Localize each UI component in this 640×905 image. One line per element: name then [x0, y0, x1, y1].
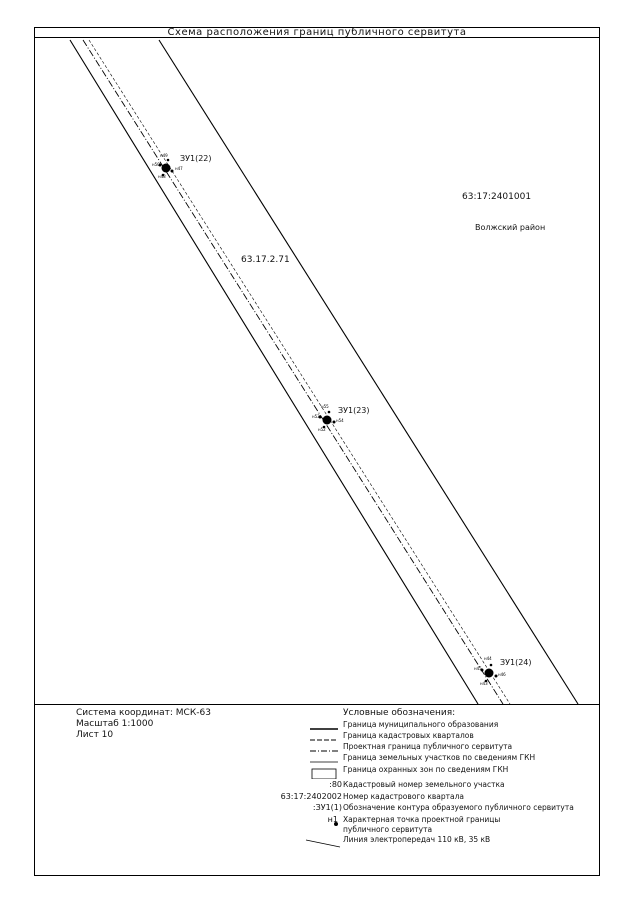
- legend-label: Граница кадастровых кварталов: [343, 731, 474, 740]
- legend-symbol: [300, 814, 342, 826]
- sheet-info: Система координат: МСК-63 Масштаб 1:1000…: [76, 708, 211, 741]
- legend-code: 63:17:2402002: [280, 792, 342, 801]
- legend-label: Кадастровый номер земельного участка: [343, 780, 505, 789]
- svg-text:н44: н44: [484, 656, 492, 661]
- district-label: Волжский район: [475, 223, 546, 232]
- legend-symbol: [300, 719, 342, 730]
- legend-label: Характерная точка проектной границы: [343, 815, 501, 824]
- corridor-left-boundary: [69, 39, 479, 705]
- legend-item: Граница земельных участков по сведениям …: [300, 752, 600, 763]
- legend-symbol: [300, 834, 342, 848]
- legend-item: Граница охранных зон по сведениям ГКН: [300, 764, 600, 780]
- legend-label: Граница охранных зон по сведениям ГКН: [343, 765, 509, 774]
- svg-text:н45: н45: [474, 666, 482, 671]
- point-cluster-1: н49 н50 н47 н48: [152, 153, 183, 179]
- cadastral-quarter-label: 63:17:2401001: [462, 192, 532, 202]
- svg-text:н47: н47: [175, 166, 183, 171]
- legend-symbol: [300, 741, 342, 752]
- point-cluster-2: н55 н53 н54 н52: [312, 404, 344, 432]
- legend-item: публичного сервитута: [300, 824, 600, 835]
- legend-symbol: [300, 730, 342, 741]
- legend-item: Граница муниципального образования: [300, 719, 600, 730]
- servitude-line-2: [88, 39, 511, 705]
- legend-code: н1: [327, 815, 338, 824]
- legend-label: публичного сервитута: [343, 825, 433, 834]
- plot-number-label: 63.17.2.71: [241, 255, 290, 265]
- legend-item: Проектная граница публичного сервитута: [300, 741, 600, 752]
- svg-text:н43: н43: [480, 681, 488, 686]
- legend-code: :80: [329, 780, 342, 789]
- legend-label: Граница земельных участков по сведениям …: [343, 753, 536, 762]
- map-frame: [34, 37, 600, 705]
- legend-symbol: [300, 752, 342, 763]
- svg-text:н53: н53: [312, 414, 320, 419]
- legend-title: Условные обозначения:: [343, 708, 456, 718]
- svg-text:н49: н49: [160, 153, 168, 158]
- legend-symbol: [300, 764, 342, 780]
- legend-label: Граница муниципального образования: [343, 720, 499, 729]
- scale-text: Масштаб 1:1000: [76, 719, 154, 729]
- svg-text:н50: н50: [152, 162, 160, 167]
- svg-text:н48: н48: [158, 174, 166, 179]
- legend-item: :ЗУ1(1)Обозначение контура образуемого п…: [300, 802, 600, 813]
- svg-text:н54: н54: [336, 418, 344, 423]
- sheet-border: [34, 27, 600, 876]
- legend-item: Линия электропередач 110 кВ, 35 кВ: [300, 834, 600, 848]
- servitude-line-1: [82, 39, 504, 705]
- map-title: Схема расположения границ публичного сер…: [167, 27, 467, 38]
- legend-label: Обозначение контура образуемого публично…: [343, 803, 574, 812]
- legend-item: Граница кадастровых кварталов: [300, 730, 600, 741]
- point-label-2: ЗУ1(23): [338, 406, 370, 415]
- sheet-number: Лист 10: [76, 730, 114, 740]
- svg-text:н52: н52: [318, 427, 326, 432]
- coordinate-system: Система координат: МСК-63: [76, 708, 211, 718]
- legend-label: Линия электропередач 110 кВ, 35 кВ: [343, 835, 491, 844]
- legend-label: Номер кадастрового квартала: [343, 792, 464, 801]
- legend-code: :ЗУ1(1): [312, 803, 342, 812]
- point-label-1: ЗУ1(22): [180, 154, 212, 163]
- svg-text:н55: н55: [321, 404, 329, 409]
- point-label-3: ЗУ1(24): [500, 658, 532, 667]
- corridor-right-boundary: [158, 39, 579, 705]
- legend-label: Проектная граница публичного сервитута: [343, 742, 513, 751]
- point-cluster-3: н44 н45 н46 н43: [474, 656, 506, 686]
- svg-text:н46: н46: [498, 672, 506, 677]
- legend-item: н1 Характерная точка проектной границы: [300, 814, 600, 826]
